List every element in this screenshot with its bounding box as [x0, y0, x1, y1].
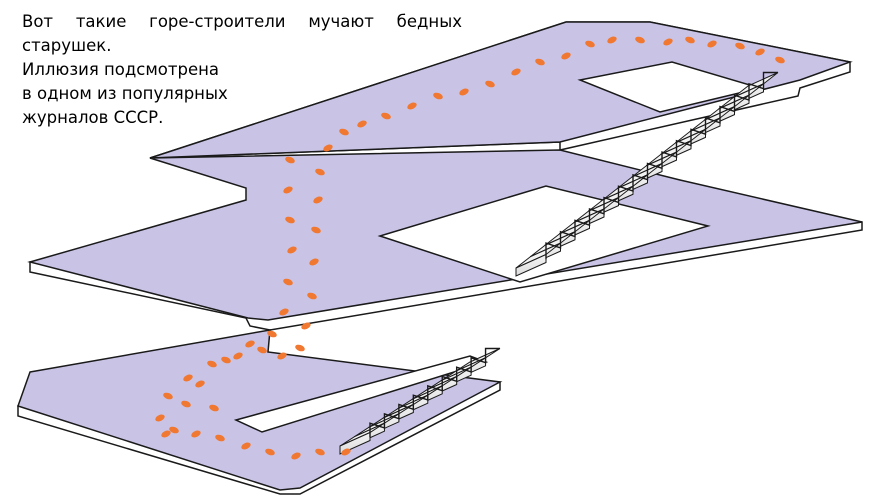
footprint — [215, 434, 225, 442]
caption-line-1: Вот такие горе-строители мучают бедных — [22, 12, 462, 31]
footprint — [511, 68, 521, 76]
caption-line-5: журналов СССР. — [22, 108, 164, 127]
footprint — [459, 88, 469, 96]
footprint — [257, 346, 267, 354]
footprint — [311, 226, 321, 234]
footprint — [155, 414, 165, 422]
upper-floor-surface — [149, 21, 853, 159]
footprint — [209, 404, 219, 412]
footprint — [307, 292, 317, 300]
footprint — [315, 448, 325, 456]
upper-floor — [149, 21, 853, 159]
footprint — [265, 448, 275, 456]
footprint — [161, 430, 171, 438]
footprint — [607, 36, 617, 44]
footprint — [233, 352, 243, 360]
footprint — [313, 196, 323, 204]
footprint — [485, 80, 495, 88]
footprint — [241, 442, 251, 450]
footprint — [635, 36, 645, 44]
footprint — [755, 48, 765, 56]
footprint — [295, 344, 305, 352]
footprint — [407, 102, 417, 110]
caption: Вот такие горе-строители мучают бедных с… — [22, 10, 492, 130]
footprint — [277, 352, 287, 360]
footprint — [561, 52, 571, 60]
stair-stringer — [369, 347, 500, 438]
footprint — [339, 128, 349, 136]
caption-line-4: в одном из популярных — [22, 84, 228, 103]
footprint — [707, 40, 717, 48]
middle-stairwell-opening — [377, 185, 711, 283]
footprint — [287, 246, 297, 254]
footprint — [183, 374, 193, 382]
footprint — [285, 156, 295, 164]
footprint — [663, 38, 673, 46]
footprint — [535, 58, 545, 66]
footprint-trail — [155, 36, 785, 460]
footprint — [309, 258, 319, 266]
footprint — [323, 144, 333, 152]
footprint — [775, 56, 785, 64]
footprint — [315, 168, 325, 176]
footprint — [357, 120, 367, 128]
footprint — [685, 36, 695, 44]
caption-line-3: Иллюзия подсмотрена — [22, 60, 220, 79]
footprint — [195, 380, 205, 388]
footprint — [245, 340, 255, 348]
footprint — [191, 430, 201, 438]
footprint — [301, 322, 311, 330]
upper-stair-flight — [515, 71, 779, 277]
footprint — [169, 426, 179, 434]
stair-riser — [515, 253, 547, 277]
footprint — [163, 392, 173, 400]
lower-floor — [17, 329, 503, 495]
stair-stringer — [545, 71, 778, 260]
footprint — [381, 112, 391, 120]
footprint — [283, 186, 293, 194]
footprint — [181, 400, 191, 408]
footprint — [341, 448, 351, 456]
footprint — [291, 452, 301, 460]
footprint — [207, 360, 217, 368]
footprint — [433, 92, 443, 100]
footprint — [735, 42, 745, 50]
lower-stair-flight — [339, 347, 501, 455]
caption-line-2: старушек. — [22, 36, 112, 55]
lower-floor-surface — [17, 329, 503, 491]
footprint — [267, 330, 277, 338]
footprint — [279, 308, 289, 316]
footprint — [585, 40, 595, 48]
footprint — [285, 216, 295, 224]
footprint — [283, 278, 293, 286]
footprint — [221, 356, 231, 364]
